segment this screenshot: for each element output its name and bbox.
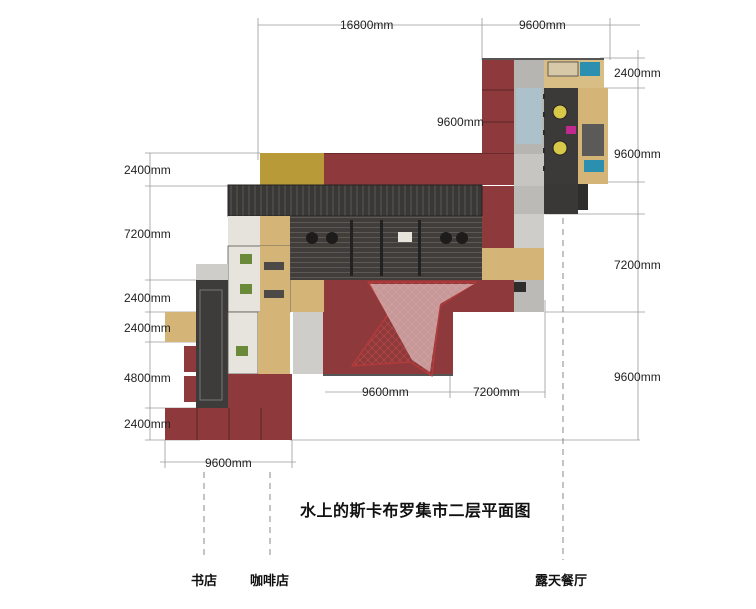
central-roofs [290, 280, 514, 378]
dim-right-9600-lower: 9600mm [614, 370, 661, 384]
dim-left-2400-c: 2400mm [124, 321, 171, 335]
dim-left-2400-a: 2400mm [124, 163, 171, 177]
west-cluster [165, 216, 292, 408]
upper-tower [482, 58, 608, 214]
dim-right-7200: 7200mm [614, 258, 661, 272]
label-outdoor-restaurant: 露天餐厅 [535, 574, 588, 589]
dim-bottom-9600-mid: 9600mm [362, 385, 409, 399]
tower-west-bays [482, 89, 514, 123]
label-bookstore: 书店 [191, 574, 218, 589]
cafe-row [260, 214, 544, 312]
dim-right-9600-upper: 9600mm [614, 147, 661, 161]
dim-top-9600: 9600mm [519, 18, 566, 32]
dim-top-16800: 16800mm [340, 18, 394, 32]
dim-inner-9600: 9600mm [437, 115, 484, 129]
upper-red-strip [260, 153, 544, 216]
dim-bottom-9600-left: 9600mm [205, 456, 252, 470]
dashed-leader-lines [203, 218, 564, 560]
dim-left-2400-d: 2400mm [124, 417, 171, 431]
plan-title: 水上的斯卡布罗集市二层平面图 [300, 501, 532, 520]
dim-left-2400-b: 2400mm [124, 291, 171, 305]
dim-left-7200: 7200mm [124, 227, 171, 241]
bottom-red-strip [165, 408, 292, 440]
dark-roof-band [228, 185, 482, 216]
label-cafe: 咖啡店 [250, 574, 290, 589]
dim-left-4800: 4800mm [124, 371, 171, 385]
dim-bottom-7200: 7200mm [473, 385, 520, 399]
dim-right-2400: 2400mm [614, 66, 661, 80]
